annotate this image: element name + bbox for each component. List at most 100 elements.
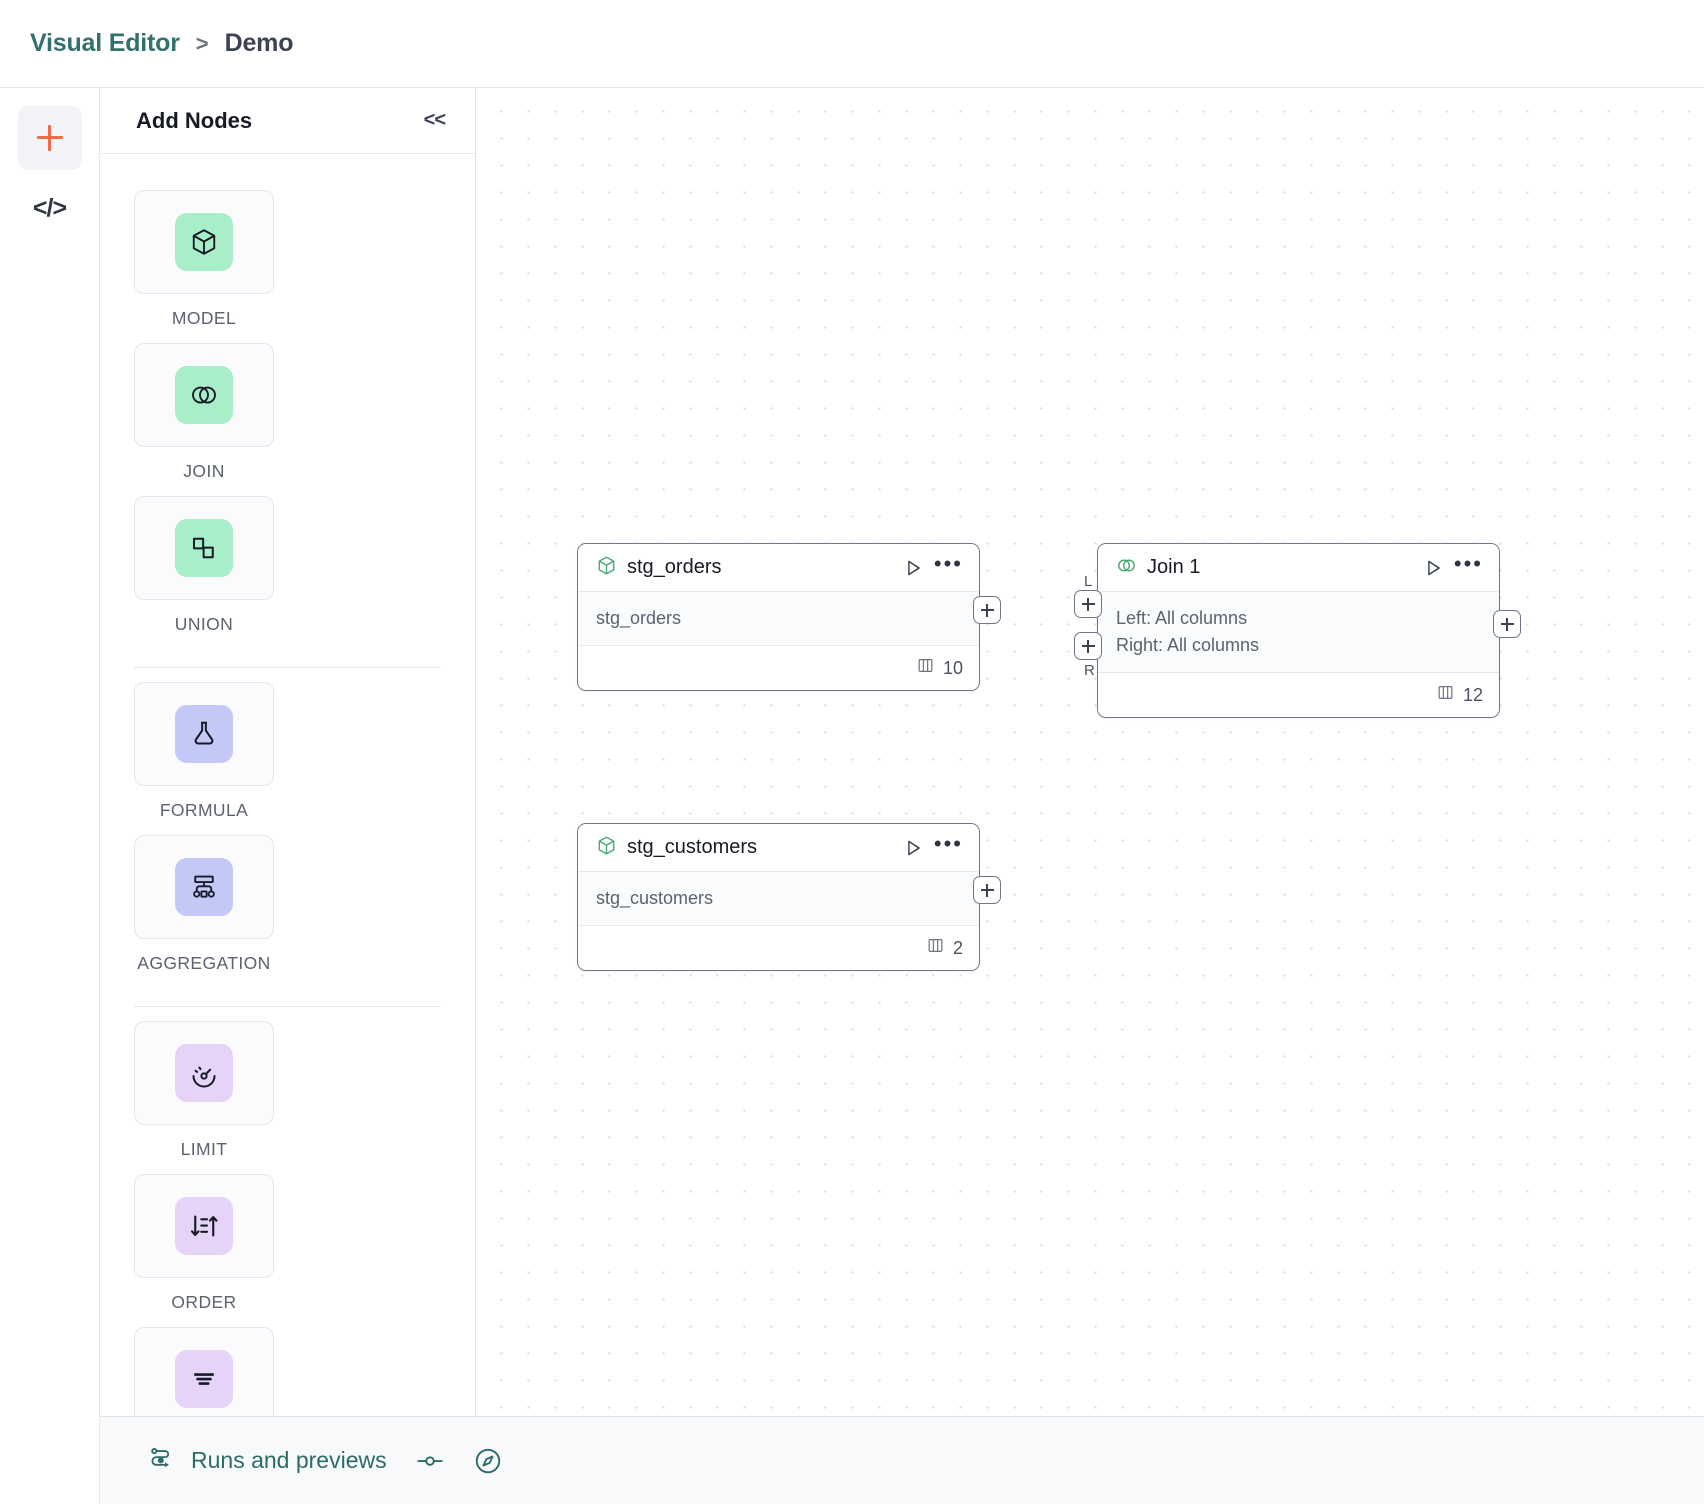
- column-count: 2: [953, 938, 963, 959]
- output-handle-stg-customers[interactable]: [973, 876, 1001, 904]
- add-nodes-list: MODEL JOIN: [100, 154, 475, 1504]
- column-count: 12: [1463, 685, 1483, 706]
- node-tile-order[interactable]: [134, 1174, 274, 1278]
- column-count: 10: [943, 658, 963, 679]
- node-footer: 2: [578, 926, 979, 970]
- node-card-union[interactable]: UNION: [134, 496, 274, 635]
- input-handle-join-left[interactable]: [1074, 590, 1102, 618]
- node-card-order[interactable]: ORDER: [134, 1174, 274, 1313]
- edge-layer: [476, 88, 776, 238]
- more-icon[interactable]: •••: [934, 839, 963, 857]
- union-shapes-icon: [175, 519, 233, 577]
- columns-icon: [916, 656, 935, 680]
- node-footer: 12: [1098, 673, 1499, 717]
- collapse-panel-icon[interactable]: <<: [424, 109, 445, 132]
- handle-label-left: L: [1084, 573, 1092, 590]
- plus-icon: [1082, 640, 1095, 653]
- filter-lines-icon: [175, 1350, 233, 1408]
- node-label-model: MODEL: [172, 308, 236, 329]
- node-body-line-left: Left: All columns: [1116, 605, 1481, 632]
- flow-icon: [148, 1445, 175, 1477]
- venn-icon: [1116, 555, 1137, 581]
- node-card-aggregation[interactable]: AGGREGATION: [134, 835, 274, 974]
- node-tile-join[interactable]: [134, 343, 274, 447]
- run-icon[interactable]: [902, 557, 924, 579]
- node-label-join: JOIN: [183, 461, 224, 482]
- node-card-model[interactable]: MODEL: [134, 190, 274, 329]
- node-group-transforms: FORMULA: [134, 682, 441, 988]
- node-header: Join 1 •••: [1098, 544, 1499, 592]
- node-footer: 10: [578, 646, 979, 690]
- code-view-rail-button[interactable]: </>: [18, 176, 82, 240]
- plus-icon: [1501, 618, 1514, 631]
- add-nodes-panel-header: Add Nodes <<: [100, 88, 475, 154]
- plus-icon: [1082, 598, 1095, 611]
- add-icon: [37, 125, 63, 151]
- node-title: stg_orders: [627, 556, 892, 579]
- breadcrumb-current: Demo: [225, 29, 294, 58]
- panel-divider-2: [134, 1006, 441, 1007]
- node-body-line: stg_orders: [596, 605, 961, 632]
- node-tile-model[interactable]: [134, 190, 274, 294]
- node-label-limit: LIMIT: [181, 1139, 228, 1160]
- node-label-order: ORDER: [171, 1292, 236, 1313]
- output-handle-join-1[interactable]: [1493, 610, 1521, 638]
- venn-icon: [175, 366, 233, 424]
- gauge-icon: [175, 1044, 233, 1102]
- more-icon[interactable]: •••: [1454, 559, 1483, 577]
- icon-rail: </>: [0, 88, 100, 1504]
- panel-divider-1: [134, 667, 441, 668]
- breadcrumb: Visual Editor > Demo: [30, 29, 293, 58]
- node-card-join[interactable]: JOIN: [134, 343, 274, 482]
- plus-icon: [981, 604, 994, 617]
- flow-canvas[interactable]: stg_orders ••• stg_orders 10: [476, 88, 1704, 1504]
- node-body: stg_orders: [578, 592, 979, 646]
- canvas-node-join-1[interactable]: Join 1 ••• Left: All columns Right: All …: [1097, 543, 1500, 718]
- node-body-line: stg_customers: [596, 885, 961, 912]
- output-handle-stg-orders[interactable]: [973, 596, 1001, 624]
- node-card-formula[interactable]: FORMULA: [134, 682, 274, 821]
- canvas-node-stg-orders[interactable]: stg_orders ••• stg_orders 10: [577, 543, 980, 691]
- node-card-limit[interactable]: LIMIT: [134, 1021, 274, 1160]
- add-node-rail-button[interactable]: [18, 106, 82, 170]
- hierarchy-icon: [175, 858, 233, 916]
- cube-icon: [596, 835, 617, 861]
- node-body-line-right: Right: All columns: [1116, 632, 1481, 659]
- compass-icon[interactable]: [473, 1446, 503, 1476]
- node-group-sources: MODEL JOIN: [134, 190, 441, 649]
- node-tile-aggregation[interactable]: [134, 835, 274, 939]
- add-nodes-panel: Add Nodes << MODEL: [100, 88, 476, 1504]
- node-label-formula: FORMULA: [160, 800, 248, 821]
- node-tile-limit[interactable]: [134, 1021, 274, 1125]
- canvas-node-stg-customers[interactable]: stg_customers ••• stg_customers: [577, 823, 980, 971]
- run-icon[interactable]: [1422, 557, 1444, 579]
- node-label-aggregation: AGGREGATION: [137, 953, 270, 974]
- columns-icon: [1436, 683, 1455, 707]
- node-tile-union[interactable]: [134, 496, 274, 600]
- runs-and-previews-button[interactable]: Runs and previews: [148, 1445, 387, 1477]
- input-handle-join-right[interactable]: [1074, 632, 1102, 660]
- bottom-toolbar: Runs and previews: [100, 1416, 1704, 1504]
- node-header: stg_orders •••: [578, 544, 979, 592]
- node-group-shaping: LIMIT ORDER: [134, 1021, 441, 1480]
- cube-icon: [596, 555, 617, 581]
- editor-body: </> Add Nodes <<: [0, 88, 1704, 1504]
- breadcrumb-root-link[interactable]: Visual Editor: [30, 29, 180, 58]
- run-icon[interactable]: [902, 837, 924, 859]
- node-tile-formula[interactable]: [134, 682, 274, 786]
- plus-icon: [981, 884, 994, 897]
- slider-icon[interactable]: [415, 1446, 445, 1476]
- sort-icon: [175, 1197, 233, 1255]
- node-header: stg_customers •••: [578, 824, 979, 872]
- node-title: Join 1: [1147, 556, 1412, 579]
- node-body: Left: All columns Right: All columns: [1098, 592, 1499, 673]
- flask-icon: [175, 705, 233, 763]
- runs-and-previews-label: Runs and previews: [191, 1447, 387, 1474]
- breadcrumb-separator: >: [196, 31, 209, 57]
- handle-label-right: R: [1084, 662, 1095, 679]
- columns-icon: [926, 936, 945, 960]
- panel-title: Add Nodes: [136, 108, 252, 134]
- more-icon[interactable]: •••: [934, 559, 963, 577]
- cube-icon: [175, 213, 233, 271]
- code-icon: </>: [33, 194, 66, 223]
